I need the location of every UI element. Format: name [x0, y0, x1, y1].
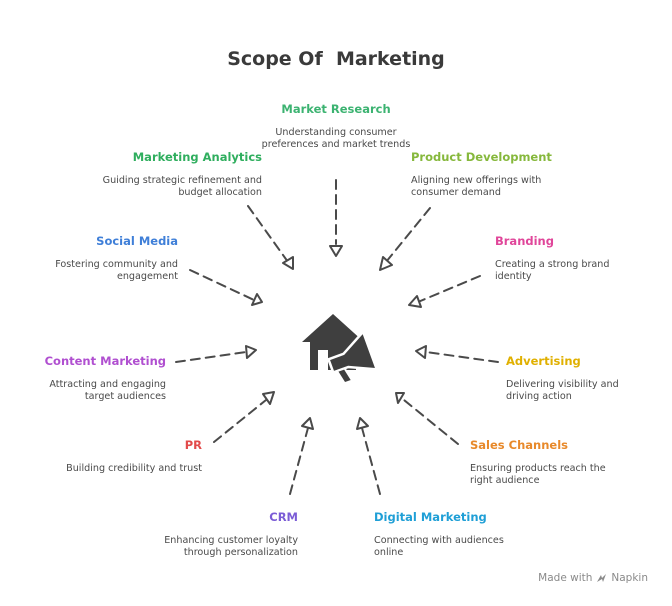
arrowhead-advertising	[415, 345, 427, 359]
arrowhead-crm	[301, 417, 314, 430]
node-description: Ensuring products reach the right audien…	[470, 463, 606, 486]
node-marketing-analytics: Marketing Analytics Guiding strategic re…	[92, 150, 262, 199]
arrowhead-market-research	[329, 245, 343, 257]
node-product-development: Product Development Aligning new offerin…	[411, 150, 581, 199]
arrow-social-media	[189, 269, 255, 301]
node-label: Branding	[495, 234, 554, 248]
node-description: Building credibility and trust	[66, 463, 202, 474]
arrow-digital-marketing	[361, 427, 381, 495]
node-description: Connecting with audiences online	[374, 535, 504, 558]
arrowhead-branding	[408, 295, 422, 308]
arrow-content-marketing	[175, 351, 247, 363]
node-description: Aligning new offerings with consumer dem…	[411, 175, 542, 198]
arrowhead-sales-channels	[395, 392, 405, 404]
node-label: Digital Marketing	[374, 510, 487, 524]
arrowhead-social-media	[251, 293, 263, 306]
node-label: CRM	[269, 510, 298, 524]
node-sales-channels: Sales Channels Ensuring products reach t…	[470, 438, 620, 487]
arrow-pr	[213, 399, 267, 443]
node-digital-marketing: Digital Marketing Connecting with audien…	[374, 510, 524, 559]
arrowhead-product-development	[379, 256, 393, 271]
node-label: Content Marketing	[44, 354, 166, 368]
node-label: Advertising	[506, 354, 581, 368]
node-social-media: Social Media Fostering community and eng…	[38, 234, 178, 283]
node-content-marketing: Content Marketing Attracting and engagin…	[36, 354, 166, 403]
arrow-branding	[417, 275, 481, 303]
arrow-marketing-analytics	[247, 205, 289, 263]
node-label: PR	[184, 438, 202, 452]
arrowhead-content-marketing	[245, 345, 257, 359]
arrow-advertising	[425, 351, 499, 363]
node-description: Fostering community and engagement	[55, 259, 178, 282]
node-description: Guiding strategic refinement and budget …	[102, 175, 262, 198]
watermark-prefix: Made with	[538, 572, 593, 584]
node-branding: Branding Creating a strong brand identit…	[495, 234, 635, 283]
arrow-sales-channels	[403, 399, 459, 445]
watermark-brand: Napkin	[611, 572, 648, 584]
node-advertising: Advertising Delivering visibility and dr…	[506, 354, 646, 403]
watermark: Made with Napkin	[538, 572, 648, 584]
node-pr: PR Building credibility and trust	[42, 438, 202, 475]
arrowhead-marketing-analytics	[282, 256, 294, 270]
house-megaphone-icon	[302, 314, 379, 385]
node-description: Delivering visibility and driving action	[506, 379, 619, 402]
node-description: Attracting and engaging target audiences	[49, 379, 166, 402]
arrowhead-digital-marketing	[356, 417, 369, 430]
napkin-logo-icon	[597, 573, 607, 582]
diagram-title: Scope Of Marketing	[227, 48, 445, 70]
node-label: Marketing Analytics	[132, 150, 262, 164]
node-label: Sales Channels	[470, 438, 568, 452]
node-description: Understanding consumer preferences and m…	[261, 127, 411, 150]
arrow-product-development	[385, 207, 431, 263]
node-label: Market Research	[281, 102, 391, 116]
node-description: Enhancing customer loyalty through perso…	[164, 535, 298, 558]
node-label: Social Media	[96, 234, 178, 248]
node-crm: CRM Enhancing customer loyalty through p…	[148, 510, 298, 559]
arrowhead-pr	[262, 391, 275, 405]
node-description: Creating a strong brand identity	[495, 259, 610, 282]
node-market-research: Market Research Understanding consumer p…	[256, 102, 416, 151]
arrow-crm	[289, 427, 309, 495]
node-label: Product Development	[411, 150, 552, 164]
